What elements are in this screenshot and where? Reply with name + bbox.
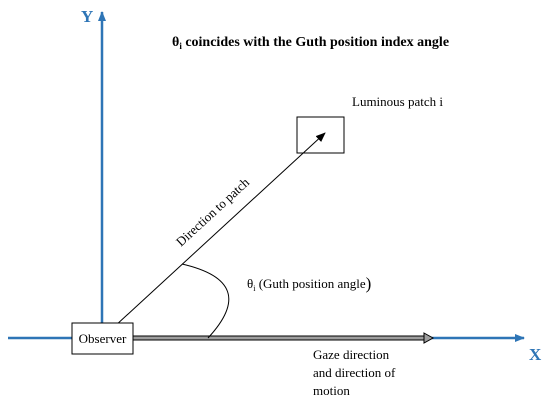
angle-theta: θ: [247, 276, 253, 291]
gaze-direction-arrowhead: [423, 332, 435, 344]
x-axis-label: X: [529, 345, 542, 364]
direction-to-patch-arrow: [101, 132, 326, 339]
observer-label: Observer: [79, 331, 127, 346]
direction-to-patch-label: Direction to patch: [173, 174, 253, 249]
angle-text: (Guth position angle: [255, 276, 365, 291]
angle-label: θi (Guth position angle): [247, 274, 371, 293]
title-theta: θ: [172, 35, 179, 50]
angle-arc: [181, 263, 230, 339]
angle-subscript: i: [253, 284, 256, 293]
observer-box: [71, 322, 134, 355]
gaze-label-line2: and direction of: [313, 365, 396, 380]
luminous-patch-label: Luminous patch i: [352, 94, 443, 109]
title-text: coincides with the Guth position index a…: [182, 35, 449, 50]
luminous-patch-box: [296, 116, 345, 154]
angle-close-paren: ): [366, 274, 372, 293]
title: θi coincides with the Guth position inde…: [172, 35, 449, 51]
title-subscript: i: [179, 41, 182, 51]
gaze-label-line1: Gaze direction: [313, 347, 390, 362]
y-axis-label: Y: [81, 7, 93, 26]
gaze-label-line3: motion: [313, 383, 350, 398]
